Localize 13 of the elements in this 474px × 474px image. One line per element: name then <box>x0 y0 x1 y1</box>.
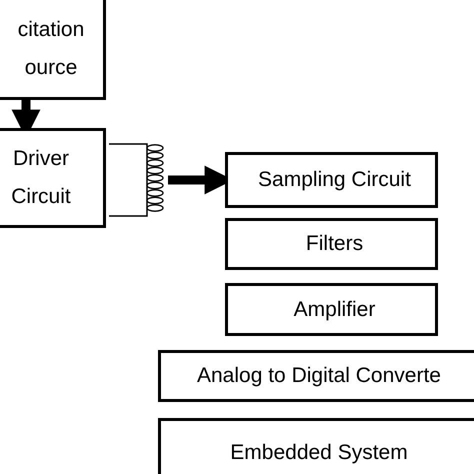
process-box <box>225 152 438 208</box>
box-label: Embedded System <box>230 440 408 466</box>
box-label: Amplifier <box>294 296 376 322</box>
box-label: Sampling Circuit <box>258 167 411 193</box>
process-box <box>158 418 474 474</box>
box-label: Analog to Digital Converte <box>197 363 441 389</box>
box-label: Driver Circuit <box>10 146 72 210</box>
process-box <box>225 283 438 336</box>
process-box <box>158 350 474 402</box>
box-label: citation ource <box>16 16 86 80</box>
coil-drawing <box>109 143 164 217</box>
process-box <box>225 218 438 270</box>
box-label: Filters <box>306 231 364 257</box>
